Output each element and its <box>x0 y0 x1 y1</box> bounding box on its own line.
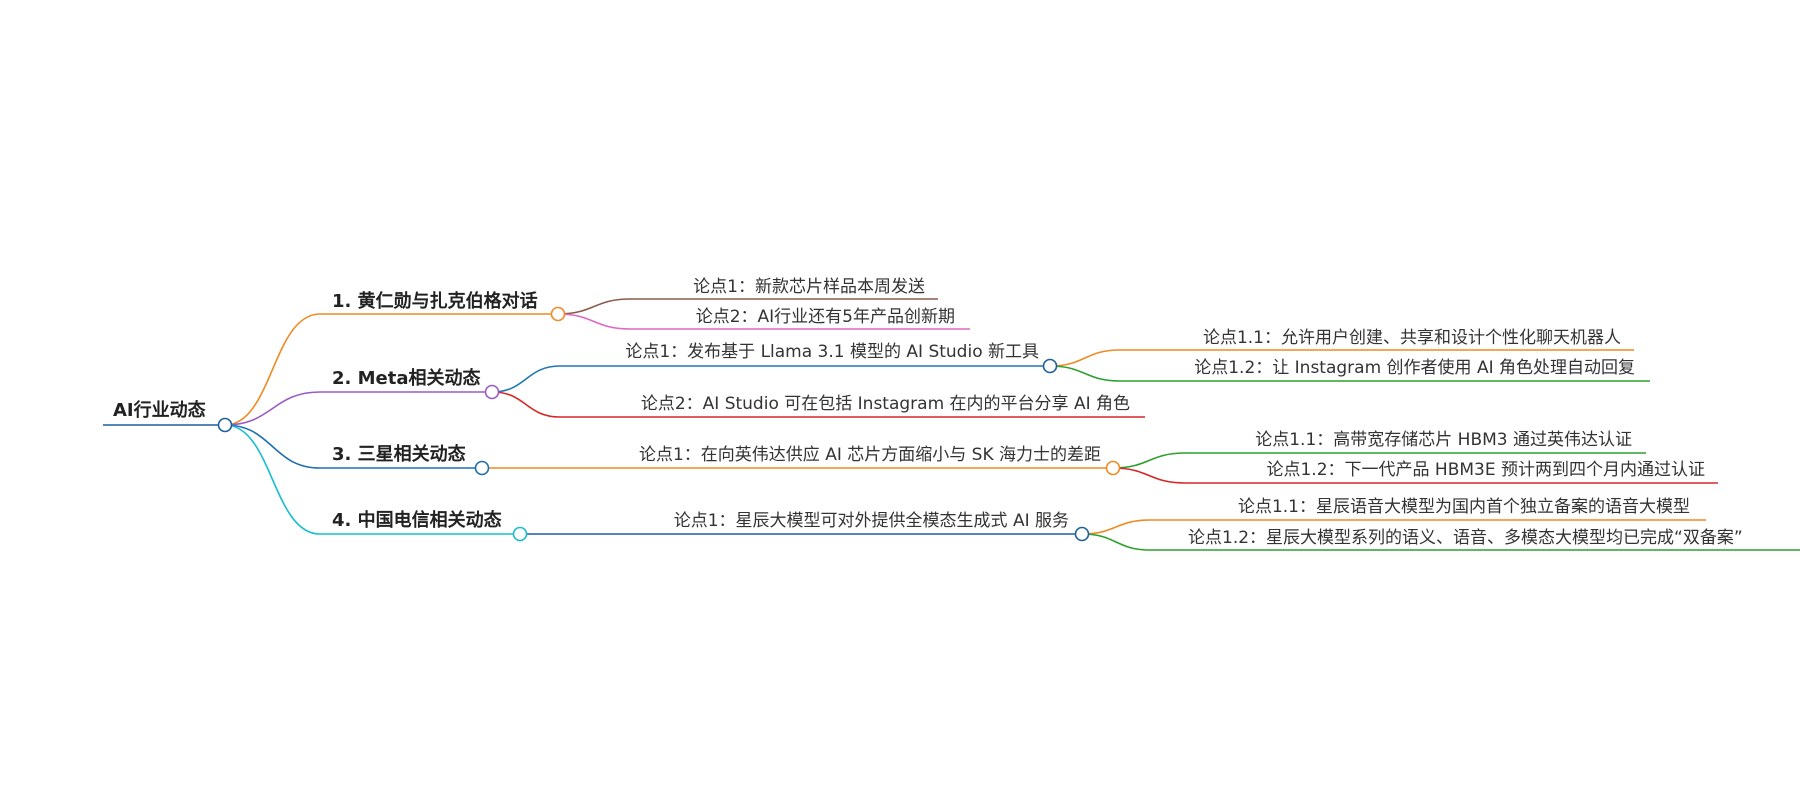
connector-b3-p1-2 <box>1112 467 1186 484</box>
point-node-label[interactable]: 论点1：在向英伟达供应 AI 芯片方面缩小与 SK 海力士的差距 <box>638 444 1101 465</box>
connector-b2-p1-1 <box>1049 349 1121 367</box>
branch-collapse-handle[interactable] <box>550 306 566 322</box>
connector-b4-p1-2 <box>1081 533 1151 551</box>
connector-root-branch-4 <box>224 424 321 535</box>
subpoint-node-label[interactable]: 论点1.2：星辰大模型系列的语义、语音、多模态大模型均已完成“双备案” <box>1188 527 1743 548</box>
branch-collapse-handle[interactable] <box>484 384 500 400</box>
branch-collapse-handle[interactable] <box>474 460 490 476</box>
root-node-label[interactable]: AI行业动态 <box>113 399 206 421</box>
subpoint-node-label[interactable]: 论点1.2：下一代产品 HBM3E 预计两到四个月内通过认证 <box>1266 459 1705 480</box>
connector-b4-p1-1 <box>1081 519 1151 535</box>
point-node-label[interactable]: 论点2：AI行业还有5年产品创新期 <box>695 306 955 327</box>
branch-node-label-2[interactable]: 2. Meta相关动态 <box>332 367 481 389</box>
subpoint-node-label[interactable]: 论点1.1：允许用户创建、共享和设计个性化聊天机器人 <box>1202 327 1621 348</box>
connector-b1-p1 <box>557 298 631 315</box>
point-collapse-handle[interactable] <box>1074 526 1090 542</box>
point-node-label[interactable]: 论点1：新款芯片样品本周发送 <box>693 276 925 297</box>
branch-collapse-handle[interactable] <box>512 526 528 542</box>
connector-b2-p2 <box>491 391 561 418</box>
connector-root-branch-3 <box>224 424 321 469</box>
point-node-label[interactable]: 论点1：发布基于 Llama 3.1 模型的 AI Studio 新工具 <box>625 341 1039 362</box>
subpoint-node-label[interactable]: 论点1.1：星辰语音大模型为国内首个独立备案的语音大模型 <box>1237 496 1690 517</box>
point-node-label[interactable]: 论点1：星辰大模型可对外提供全模态生成式 AI 服务 <box>673 510 1069 531</box>
branch-node-label-1[interactable]: 1. 黄仁勋与扎克伯格对话 <box>332 290 538 312</box>
connector-b3-p1-1 <box>1112 452 1186 469</box>
branch-node-label-3[interactable]: 3. 三星相关动态 <box>332 443 466 465</box>
connector-b2-p1-2 <box>1049 365 1121 382</box>
branch-node-label-4[interactable]: 4. 中国电信相关动态 <box>332 509 502 531</box>
subpoint-node-label[interactable]: 论点1.1：高带宽存储芯片 HBM3 通过英伟达认证 <box>1255 429 1632 450</box>
subpoint-node-label[interactable]: 论点1.2：让 Instagram 创作者使用 AI 角色处理自动回复 <box>1194 357 1635 378</box>
root-collapse-handle[interactable] <box>217 417 233 433</box>
connector-b1-p2 <box>557 313 631 330</box>
point-collapse-handle[interactable] <box>1042 358 1058 374</box>
connector-root-branch-2 <box>224 391 321 426</box>
connector-root-branch-1 <box>224 313 321 426</box>
point-node-label[interactable]: 论点2：AI Studio 可在包括 Instagram 在内的平台分享 AI … <box>640 393 1130 414</box>
point-collapse-handle[interactable] <box>1105 460 1121 476</box>
connector-b2-p1 <box>491 365 561 393</box>
